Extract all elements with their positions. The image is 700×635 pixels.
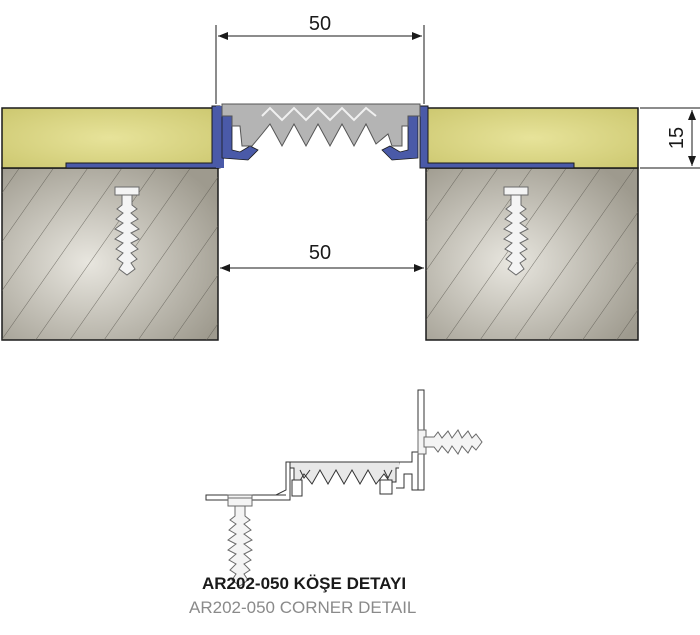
height-label: 15 xyxy=(666,127,688,149)
right-concrete-slab xyxy=(425,167,639,341)
rubber-insert xyxy=(221,103,421,148)
left-concrete-slab xyxy=(1,167,219,341)
corner-detail-drawing xyxy=(205,389,427,504)
corner-bottom-anchor xyxy=(227,497,253,587)
caption-turkish: AR202-050 KÖŞE DETAYI xyxy=(202,574,407,593)
bottom-width-dimension: 50 xyxy=(220,242,424,272)
caption-english: AR202-050 CORNER DETAIL xyxy=(189,598,417,617)
bottom-width-label: 50 xyxy=(309,242,331,264)
height-dimension: 15 xyxy=(640,107,700,169)
top-width-dimension: 50 xyxy=(215,13,425,104)
left-aluminium-flange xyxy=(65,105,259,169)
right-screed-layer xyxy=(425,107,639,169)
corner-side-anchor xyxy=(423,429,483,455)
top-width-label: 50 xyxy=(309,13,331,35)
left-screed-layer xyxy=(1,107,219,169)
